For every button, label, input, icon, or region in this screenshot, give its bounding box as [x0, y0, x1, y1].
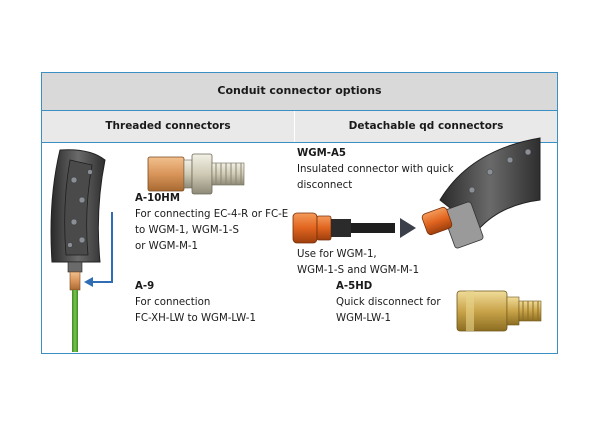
threaded-connectors-heading: Threaded connectors [105, 120, 231, 132]
a9-code: A-9 [135, 281, 155, 292]
blue-pointer-arrow [84, 212, 113, 287]
a10hm-code: A-10HM [135, 193, 180, 204]
a5hd-line2: WGM-LW-1 [336, 313, 391, 324]
wgm-a5-line1: Insulated connector with quick [297, 164, 454, 175]
column-header-bar: Threaded connectors Detachable qd connec… [42, 111, 557, 143]
a10hm-line3: or WGM-M-1 [135, 241, 199, 252]
wgm-a5-use2: WGM-1-S and WGM-M-1 [297, 265, 420, 276]
welding-gun-image [50, 149, 106, 352]
a5hd-line1: Quick disconnect for [336, 297, 441, 308]
wgm-a5-use1: Use for WGM-1, [297, 249, 377, 260]
title-bar: Conduit connector options [42, 73, 557, 111]
a5hd-code: A-5HD [336, 281, 373, 292]
column-divider [294, 111, 295, 142]
panel-title: Conduit connector options [217, 84, 382, 97]
wgm-a5-line2: disconnect [297, 180, 353, 191]
a5hd-connector-image [456, 290, 542, 332]
a10hm-line1: For connecting EC-4-R or FC-E [135, 209, 289, 220]
gun-with-quick-disconnect-image [421, 137, 541, 249]
a9-line1: For connection [135, 297, 211, 308]
a10hm-line2: to WGM-1, WGM-1-S [135, 225, 239, 236]
wgm-a5-connector-image [292, 212, 416, 244]
a9-line2: FC-XH-LW to WGM-LW-1 [135, 313, 256, 324]
a10hm-connector-image [147, 153, 245, 195]
detachable-connectors-heading: Detachable qd connectors [348, 120, 504, 132]
wgm-a5-code: WGM-A5 [297, 148, 346, 159]
